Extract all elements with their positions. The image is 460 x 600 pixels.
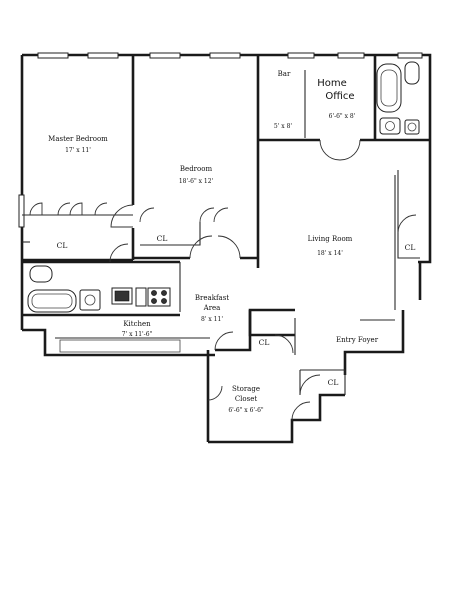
- living-room-name: Living Room: [308, 235, 353, 243]
- sink-main: [79, 289, 101, 311]
- living-room-dims: 18' x 14': [317, 250, 343, 257]
- room-labels: Master Bedroom 17' x 11' Bedroom 18'-6" …: [48, 70, 379, 414]
- breakfast-area-line1: Breakfast: [195, 294, 229, 302]
- window-left: [18, 194, 25, 228]
- master-bedroom-dims: 17' x 11': [65, 147, 91, 154]
- master-closet-label: CL: [57, 241, 68, 250]
- kitchen-dims: 7' x 11'-6": [122, 331, 153, 338]
- home-office-line2: Office: [325, 91, 354, 102]
- kitchen-name: Kitchen: [123, 320, 151, 328]
- master-bedroom-name: Master Bedroom: [48, 135, 108, 143]
- living-closet-label: CL: [405, 243, 416, 252]
- sink-office: [379, 117, 401, 135]
- breakfast-area-line2: Area: [203, 304, 221, 312]
- fridge: [135, 287, 147, 307]
- storage-closet-line2: Closet: [235, 395, 258, 403]
- stove: [147, 287, 171, 307]
- interior-walls: [22, 55, 430, 395]
- bedroom-closet-label: CL: [157, 234, 168, 243]
- storage-closet-line1: Storage: [232, 385, 260, 393]
- entry-foyer-name: Entry Foyer: [336, 336, 379, 344]
- exterior-walls: [20, 53, 432, 444]
- toilet-office: [404, 61, 420, 85]
- home-office-dims: 6'-6" x 8': [329, 113, 356, 120]
- home-office-line1: Home: [317, 78, 347, 89]
- bedroom-dims: 18'-6" x 12': [179, 178, 214, 185]
- foyer-closet-upper-label: CL: [259, 338, 270, 347]
- toilet-main: [29, 265, 53, 283]
- foyer-closet-lower-label: CL: [328, 378, 339, 387]
- doors: [29, 139, 417, 421]
- bar-dims: 5' x 8': [274, 123, 292, 130]
- storage-closet-dims: 6'-6" x 6'-6": [228, 407, 264, 414]
- tub-main: [27, 289, 77, 313]
- bedroom-name: Bedroom: [180, 165, 213, 173]
- windows-top: [37, 52, 423, 59]
- bar-name: Bar: [278, 70, 291, 78]
- closet-labels: CL CL CL CL CL: [57, 234, 416, 387]
- breakfast-area-dims: 8' x 11': [201, 316, 223, 323]
- tub-office: [376, 63, 402, 113]
